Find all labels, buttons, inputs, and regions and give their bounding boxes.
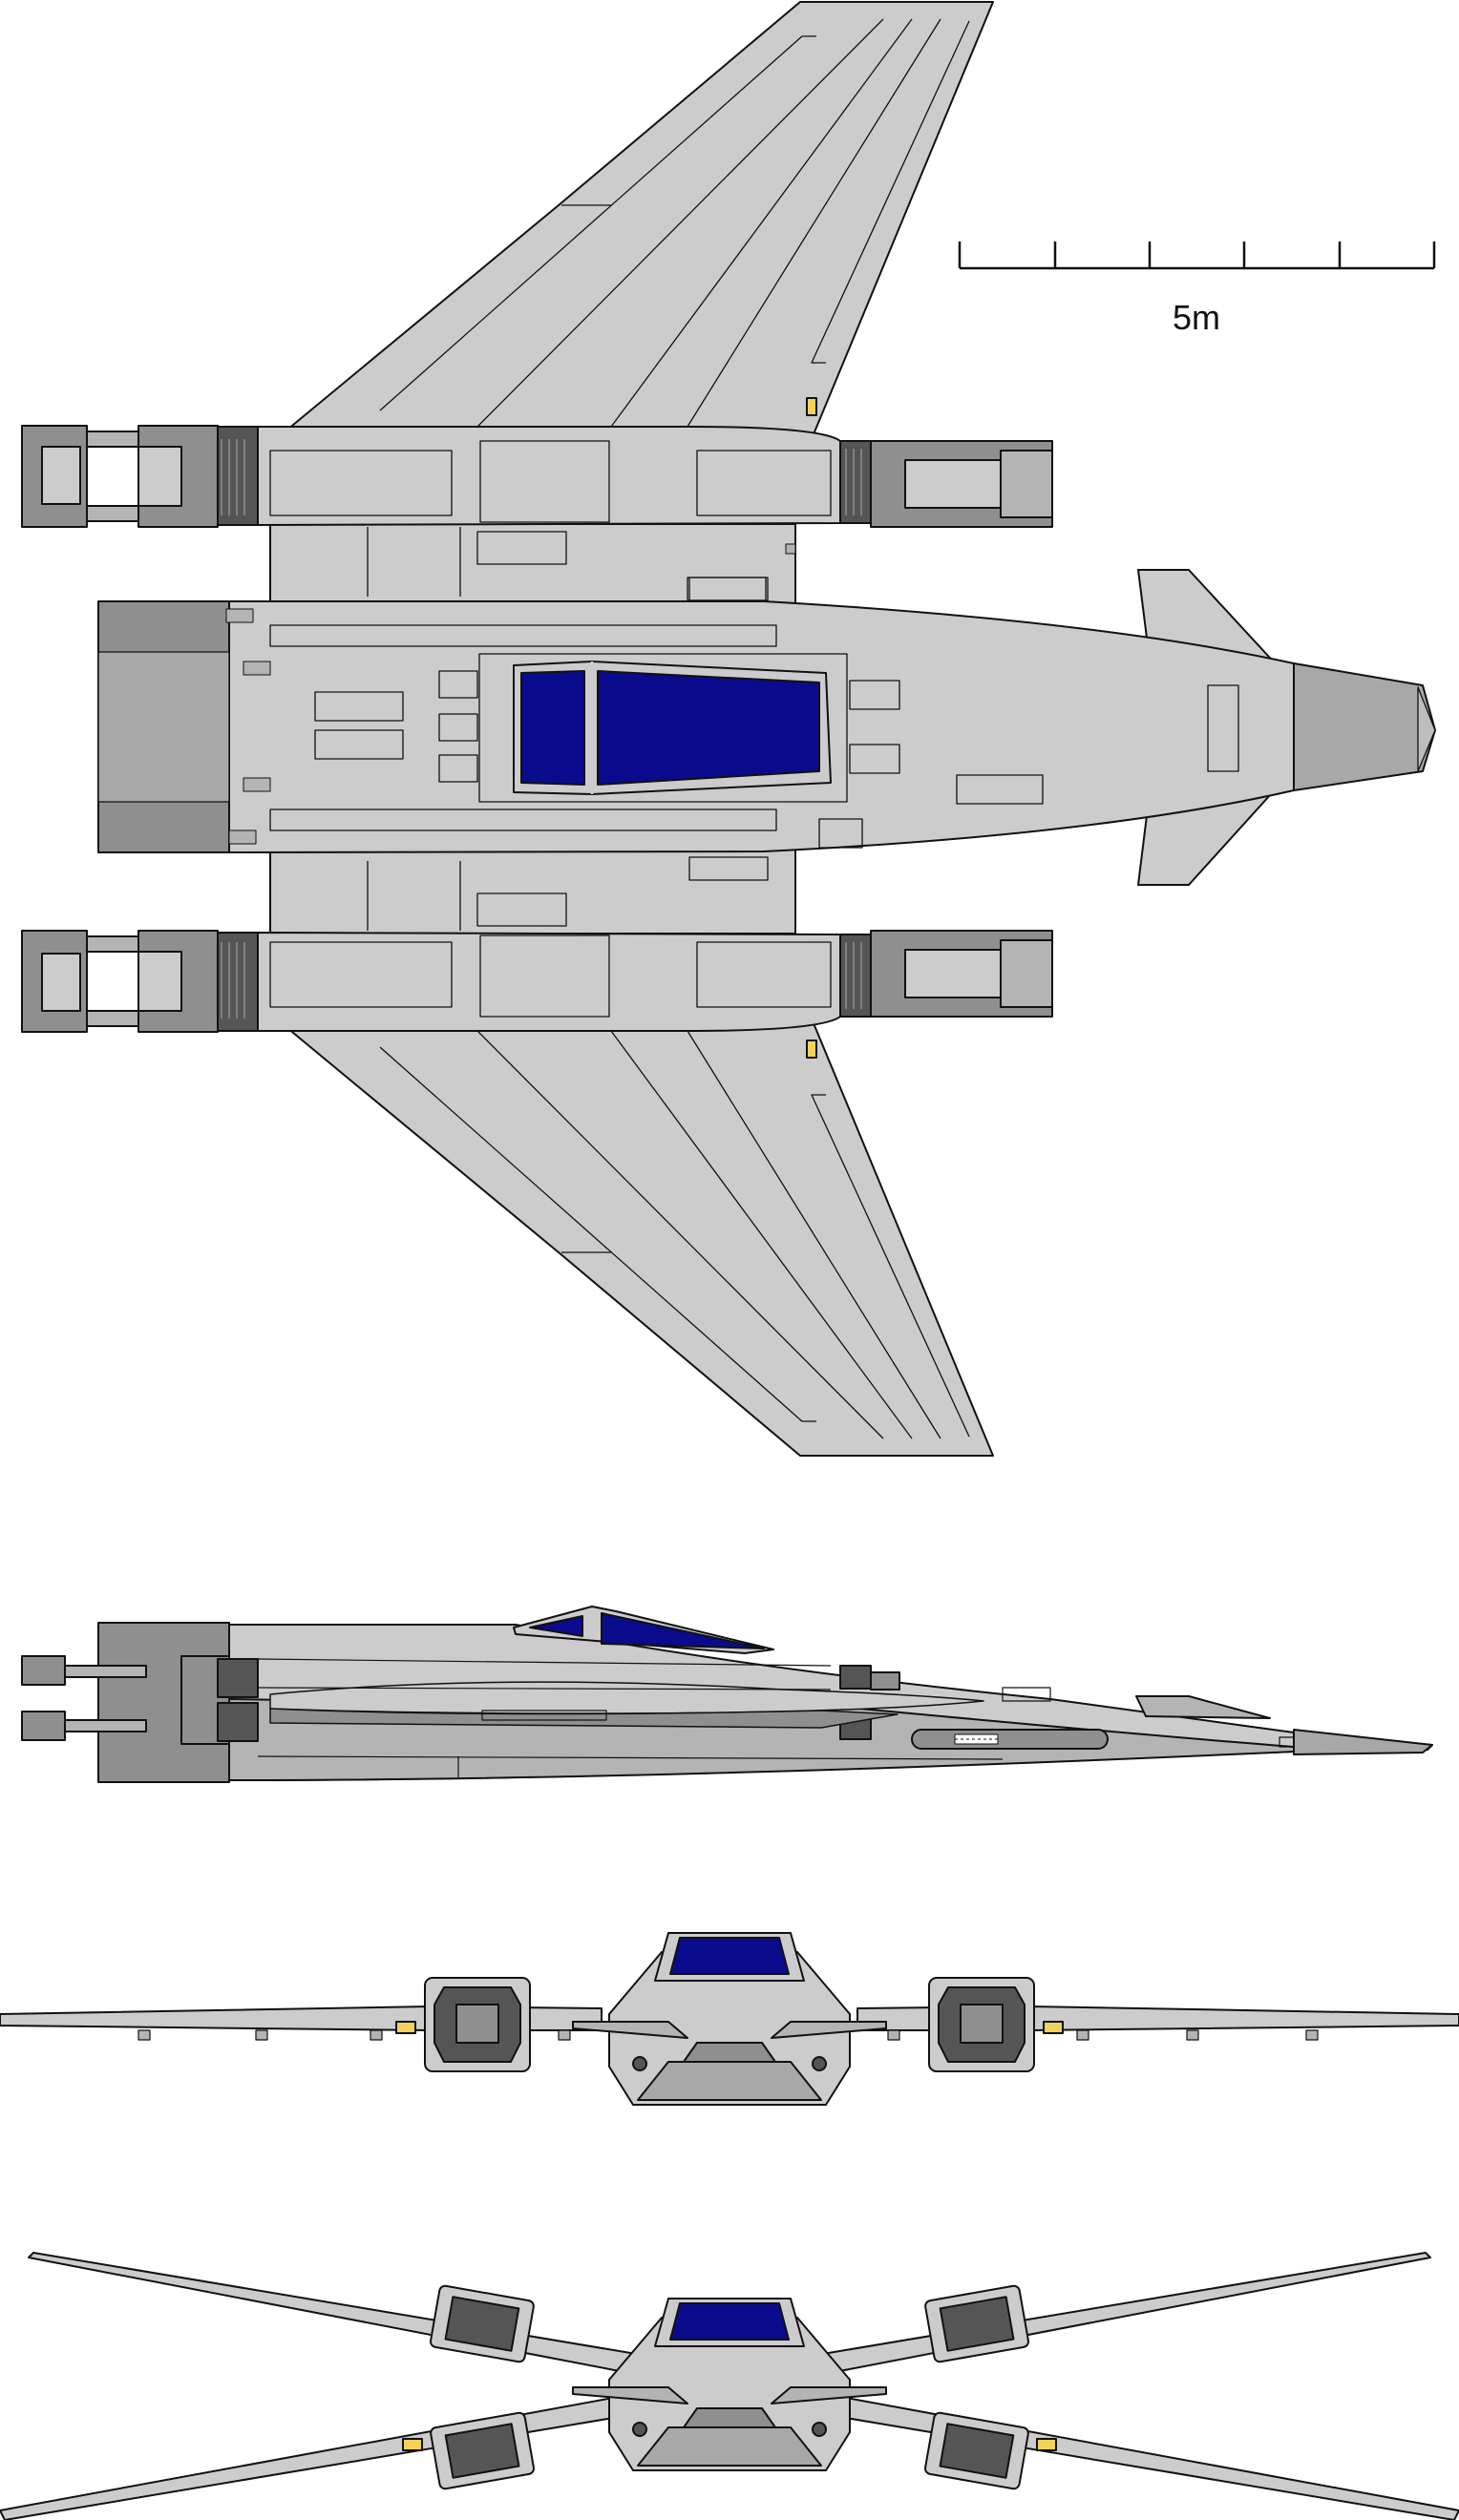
side-nose-cone — [1293, 1729, 1433, 1755]
front-marker-light — [395, 2021, 416, 2034]
x-pod-lower-left — [430, 2411, 536, 2490]
nose-cone — [1293, 662, 1436, 791]
side-missile — [911, 1729, 1109, 1750]
engine-nozzle-rear — [217, 426, 259, 526]
side-fin — [1135, 1695, 1271, 1719]
engine-nozzle-rear — [217, 932, 259, 1032]
side-panel-lines — [257, 1658, 1295, 1777]
canopy-glass-rear — [520, 670, 585, 786]
engine-nozzle-front — [839, 440, 872, 524]
upper-engine-nacelle — [21, 425, 1053, 630]
front-marker-light — [1036, 2438, 1057, 2451]
x-canopy-glass — [669, 2302, 790, 2341]
lower-wing — [281, 1022, 994, 1457]
upper-wing — [281, 1, 994, 435]
front-marker-light — [402, 2438, 423, 2451]
side-canopy-glass-front — [601, 1612, 765, 1649]
upper-wing-panel-lines — [379, 18, 970, 428]
x-pod-upper-left — [429, 2284, 535, 2363]
front-marker-light — [1043, 2021, 1064, 2034]
front-view-wings-extended — [0, 2252, 1459, 2520]
scale-bar — [958, 242, 1436, 270]
side-canopy-glass-rear — [529, 1615, 583, 1637]
x-wing-upper-left — [28, 2252, 660, 2378]
lower-wing-panel-lines — [379, 1030, 970, 1439]
x-wing-lower-left — [0, 2390, 660, 2520]
top-view — [21, 1, 1436, 1457]
front-engine-pod-left — [424, 1977, 531, 2072]
lower-engine-nacelle — [21, 828, 1053, 1033]
side-engine-block — [97, 1622, 230, 1783]
x-pod-upper-right — [924, 2284, 1030, 2363]
side-view — [21, 1606, 1433, 1783]
side-engine-pods — [21, 1655, 900, 1745]
front-view — [0, 1932, 1459, 2106]
fuselage-panel-lines — [269, 577, 1239, 849]
front-engine-pod-right — [928, 1977, 1035, 2072]
wing-marker-light — [806, 397, 817, 416]
scale-bar-label: 5m — [1173, 298, 1220, 337]
wing-marker-light — [806, 1040, 817, 1059]
engine-nozzle-front — [839, 934, 872, 1018]
x-wing-lower-right — [799, 2390, 1459, 2520]
x-pod-lower-right — [923, 2411, 1029, 2490]
x-wing-upper-right — [799, 2252, 1431, 2378]
canopy-glass-front — [597, 670, 820, 786]
front-canopy-glass — [669, 1937, 790, 1975]
